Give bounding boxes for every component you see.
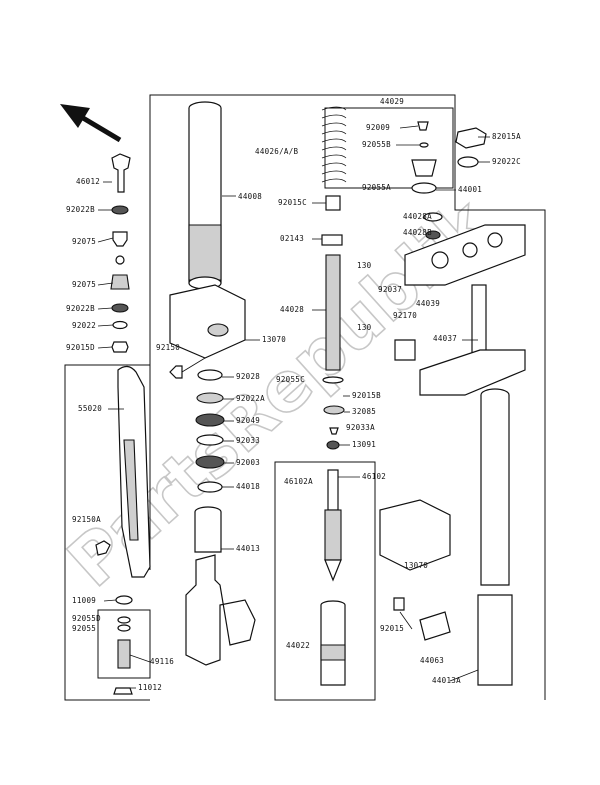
label-44029: 44029	[380, 97, 404, 106]
label-92150: 92150	[156, 343, 180, 352]
leader-lines	[97, 125, 490, 689]
label-92075-2: 92075	[72, 280, 96, 289]
cartridge-rod	[324, 469, 342, 582]
label-92075-1: 92075	[72, 237, 96, 246]
left-small-parts	[110, 153, 211, 379]
lower-triple-clamp	[394, 284, 526, 396]
label-130-top: 130	[357, 261, 372, 270]
fork-guard	[95, 365, 151, 578]
label-13070-top: 13070	[262, 335, 286, 344]
right-outer-tube	[477, 388, 513, 686]
label-92055: 92055	[72, 624, 96, 633]
label-92022A: 92022A	[236, 394, 265, 403]
bottom-piston	[320, 600, 346, 686]
label-92055B: 92055B	[362, 140, 391, 149]
label-92150A: 92150A	[72, 515, 101, 524]
outer-fork-tube	[185, 506, 256, 666]
label-46102: 46102	[362, 472, 386, 481]
label-92015B: 92015B	[352, 391, 381, 400]
label-92015: 92015	[380, 624, 404, 633]
label-44063: 44063	[420, 656, 444, 665]
label-11009: 11009	[72, 596, 96, 605]
damper-rod	[321, 195, 345, 450]
label-44013: 44013	[236, 544, 260, 553]
label-92037: 92037	[378, 285, 402, 294]
label-92033A: 92033A	[346, 423, 375, 432]
label-92015D: 92015D	[66, 343, 95, 352]
label-55020: 55020	[78, 404, 102, 413]
label-13070-bottom: 13070	[404, 561, 428, 570]
label-44008: 44008	[238, 192, 262, 201]
label-92055D: 92055D	[72, 614, 101, 623]
label-44039: 44039	[416, 299, 440, 308]
top-cap-parts	[411, 121, 437, 194]
label-92022C: 92022C	[492, 157, 521, 166]
label-44026: 44026/A/B	[255, 147, 299, 156]
part-labels: 44029 92009 92055B 92055A 44001 82015A 9…	[66, 97, 521, 692]
bottom-left-parts	[113, 595, 133, 695]
label-92015C: 92015C	[278, 198, 307, 207]
label-44028A: 44028A	[403, 212, 432, 221]
fork-spring	[321, 106, 347, 183]
label-44022: 44022	[286, 641, 310, 650]
label-92028: 92028	[236, 372, 260, 381]
label-92055C: 92055C	[276, 375, 305, 384]
label-11012: 11012	[138, 683, 162, 692]
label-82015A: 82015A	[492, 132, 521, 141]
label-92022B-2: 92022B	[66, 304, 95, 313]
label-49116: 49116	[150, 657, 174, 666]
label-13091: 13091	[352, 440, 376, 449]
label-02143: 02143	[280, 234, 304, 243]
inner-fork-tube	[188, 101, 222, 290]
label-46102A: 46102A	[284, 477, 313, 486]
label-44028B: 44028B	[403, 228, 432, 237]
axle-clamp-block	[379, 499, 451, 641]
label-46012: 46012	[76, 177, 100, 186]
front-direction-arrow-icon	[60, 104, 122, 143]
label-92055A: 92055A	[362, 183, 391, 192]
seal-stack	[195, 369, 225, 493]
assembly-frames	[64, 94, 546, 701]
label-32085: 32085	[352, 407, 376, 416]
label-44028: 44028	[280, 305, 304, 314]
lower-clamp-upper	[169, 284, 246, 359]
label-130-mid: 130	[357, 323, 372, 332]
label-44013A: 44013A	[432, 676, 461, 685]
top-nut-washer	[455, 127, 487, 168]
label-92049: 92049	[236, 416, 260, 425]
label-92009: 92009	[366, 123, 390, 132]
label-44001: 44001	[458, 185, 482, 194]
upper-triple-clamp	[404, 212, 526, 286]
label-92003: 92003	[236, 458, 260, 467]
label-44037: 44037	[433, 334, 457, 343]
label-92022: 92022	[72, 321, 96, 330]
label-44018: 44018	[236, 482, 260, 491]
label-92033: 92033	[236, 436, 260, 445]
label-92022B-1: 92022B	[66, 205, 95, 214]
label-92170: 92170	[393, 311, 417, 320]
